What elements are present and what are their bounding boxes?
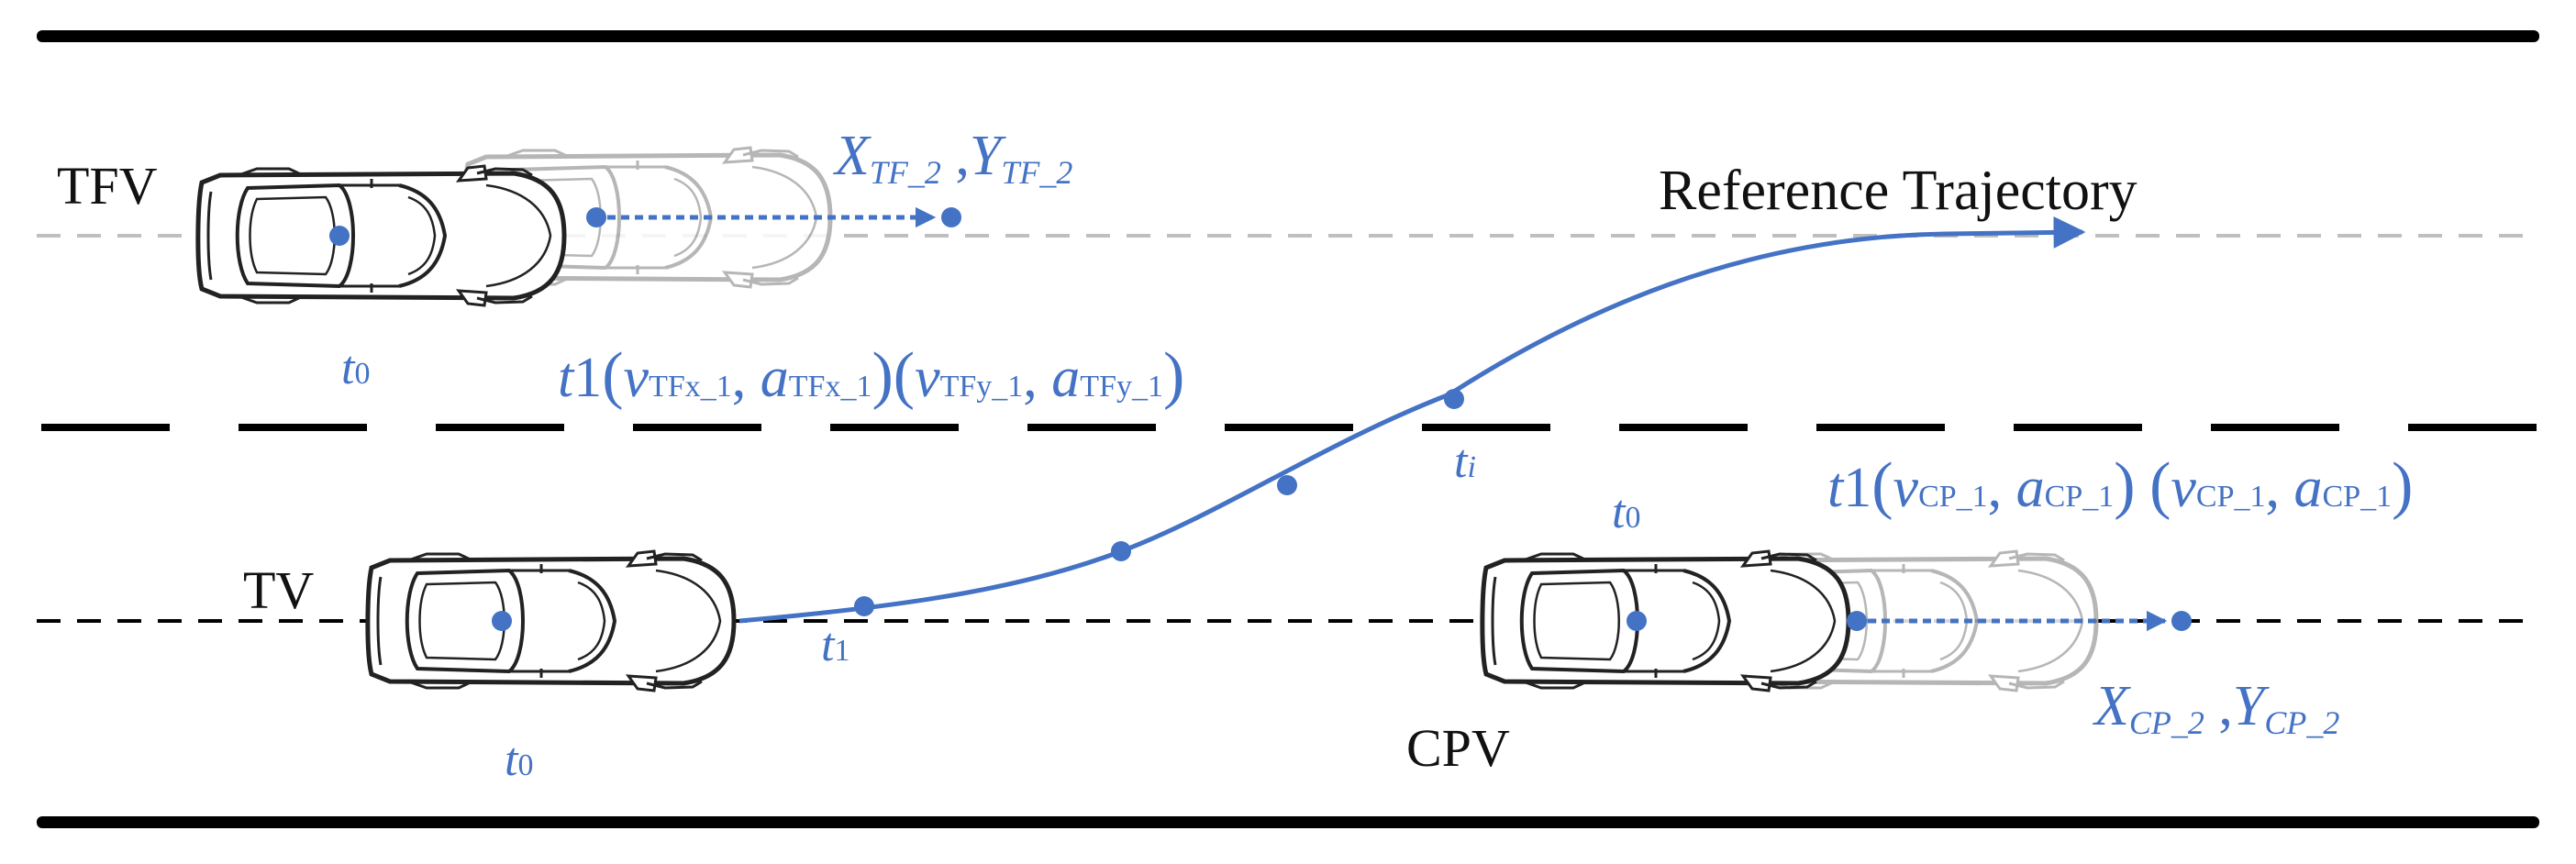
cpv-label: CPV — [1406, 718, 1510, 778]
cpv-car — [1482, 551, 1849, 691]
tfv-label: TFV — [57, 156, 158, 216]
tf-state-label: t1(vTFx_1, aTFx_1)(vTFy_1, aTFy_1) — [558, 340, 1184, 411]
tfv-future-dot — [586, 207, 606, 227]
tfv-car — [198, 166, 564, 305]
tfv-t0-label: t0 — [341, 342, 370, 394]
cp-target-label: XCP_2 ,YCP_2 — [2092, 675, 2339, 741]
tv-car — [368, 551, 734, 691]
tv-label: TV — [243, 560, 314, 620]
cpv-target-dot — [2171, 611, 2192, 631]
reference-trajectory-label: Reference Trajectory — [1659, 160, 2137, 222]
cp-state-label: t1(vCP_1, aCP_1) (vCP_1, aCP_1) — [1827, 450, 2413, 521]
cpv-center-dot — [1627, 611, 1647, 631]
trajectory-point-ti — [1444, 389, 1464, 409]
ti-label: ti — [1454, 436, 1476, 488]
tv-center-dot — [492, 611, 512, 631]
cpv-t0-label: t0 — [1612, 486, 1640, 538]
tfv-center-dot — [329, 226, 350, 246]
trajectory-point — [1111, 541, 1131, 561]
road-edge-top — [37, 30, 2539, 42]
trajectory-point-t1 — [854, 596, 874, 616]
cpv-future-dot — [1847, 611, 1867, 631]
tv-t1-label: t1 — [821, 619, 849, 671]
tv-t0-label: t0 — [505, 734, 533, 786]
trajectory-point — [1277, 475, 1297, 495]
tfv-target-dot — [941, 207, 961, 227]
road-edge-bottom — [37, 816, 2539, 828]
tf-target-label: XTF_2 ,YTF_2 — [832, 125, 1072, 191]
reference-trajectory-curve — [738, 216, 2086, 624]
